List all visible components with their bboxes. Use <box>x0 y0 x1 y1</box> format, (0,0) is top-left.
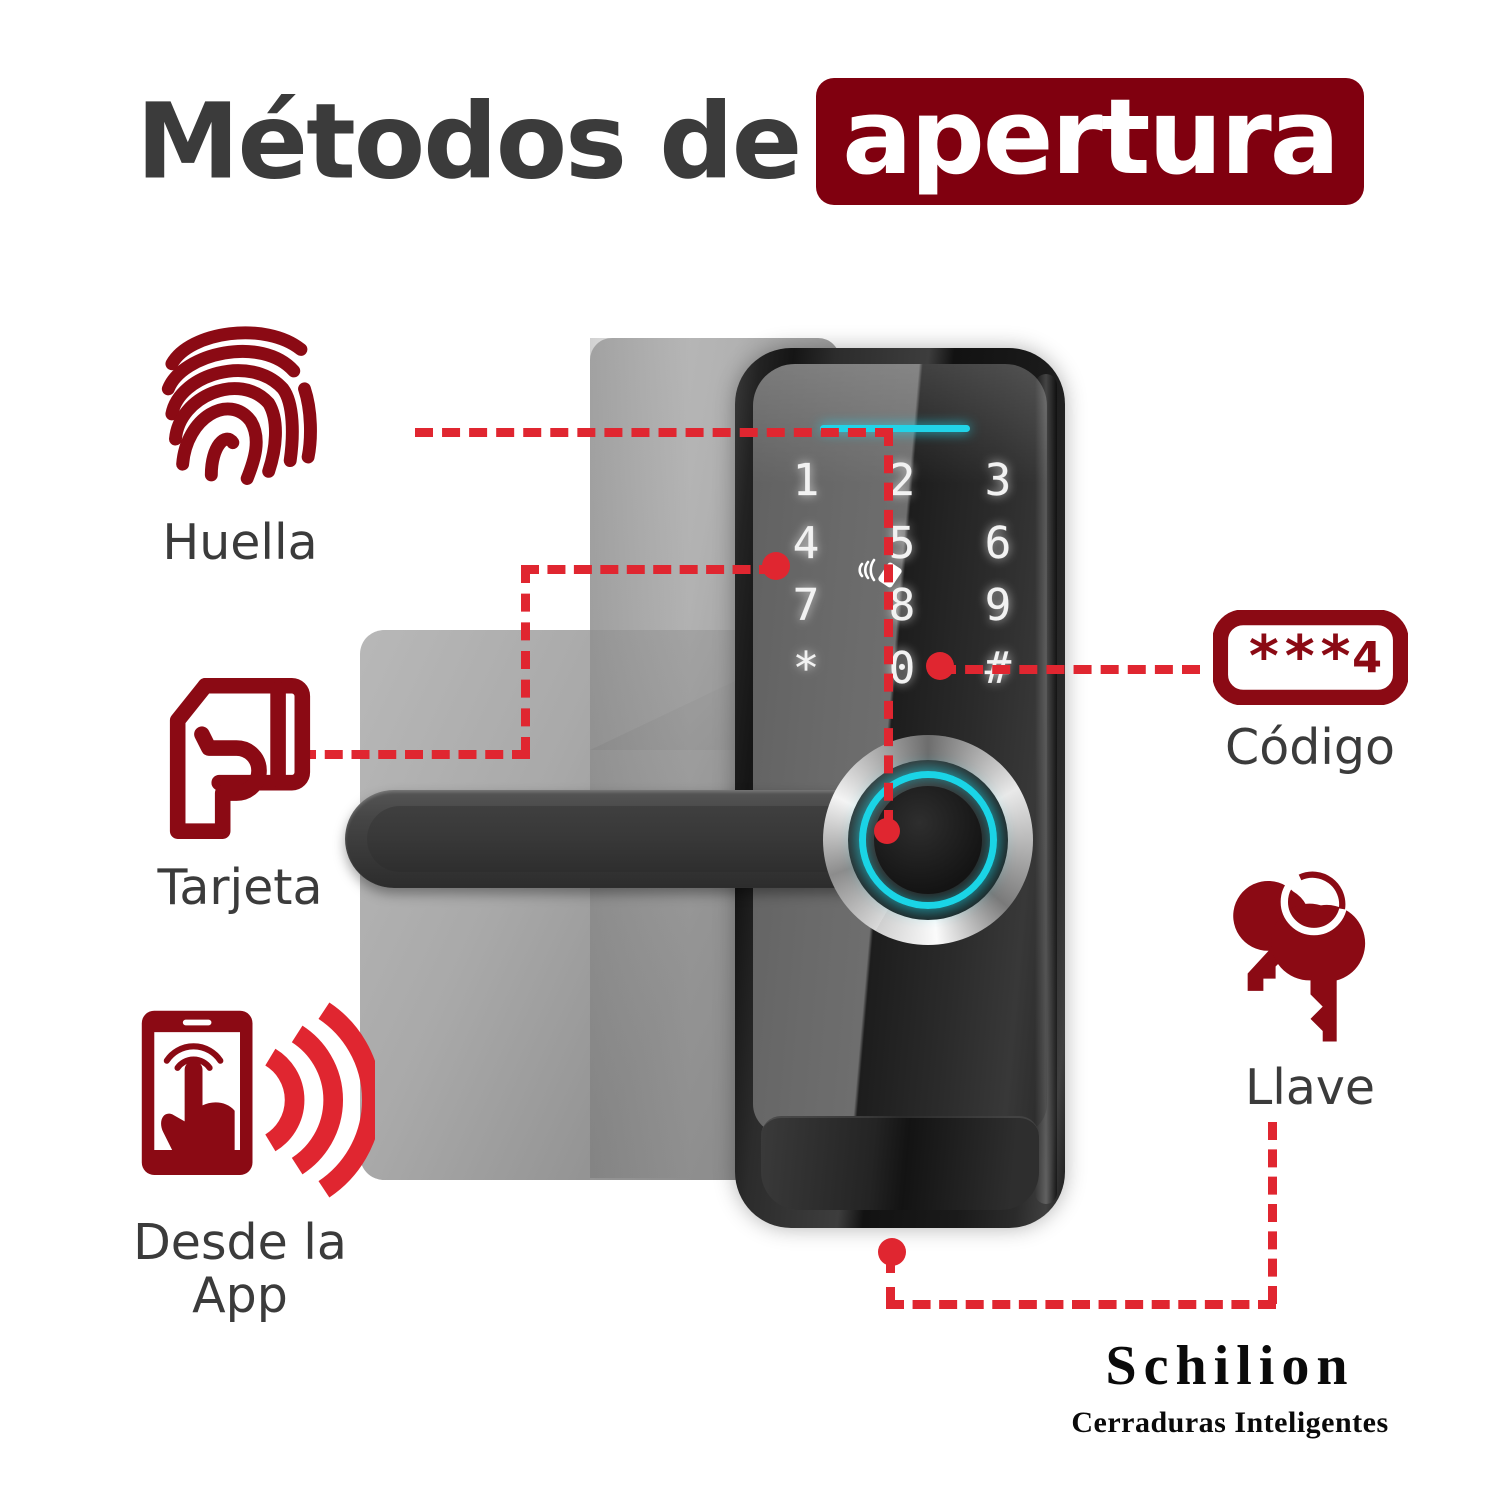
keys-icon <box>1145 860 1475 1050</box>
method-codigo-label: Código <box>1225 719 1395 776</box>
door-handle[interactable] <box>345 790 890 888</box>
cyan-indicator-bar <box>820 425 970 432</box>
keypad-key-7[interactable]: 7 <box>792 580 820 632</box>
fingerprint-icon <box>95 310 385 505</box>
keypad-key-3[interactable]: 3 <box>984 455 1012 507</box>
passcode-icon: * * * 4 <box>1150 609 1470 710</box>
page-title-highlight: apertura <box>816 78 1364 205</box>
connector-llave-vertical-right <box>1268 1122 1277 1304</box>
svg-text:*: * <box>1248 623 1278 690</box>
door-handle-inner <box>367 806 867 872</box>
connector-huella-horizontal <box>415 428 893 437</box>
connector-tarjeta-vertical <box>521 565 530 755</box>
method-llave[interactable]: Llave <box>1145 860 1475 1115</box>
lock-right-edge-highlight <box>1035 374 1057 1204</box>
method-llave-label: Llave <box>1244 1059 1376 1116</box>
method-codigo[interactable]: * * * 4 Código <box>1150 609 1470 776</box>
fingerprint-sensor-ring[interactable] <box>859 771 997 909</box>
door-plate-shadow <box>590 338 690 1178</box>
connector-dot-tarjeta <box>762 552 790 580</box>
svg-text:*: * <box>1284 623 1314 690</box>
method-huella-label: Huella <box>162 514 318 571</box>
keypad-key-star[interactable]: * <box>792 642 820 694</box>
connector-dot-huella <box>874 818 900 844</box>
method-tarjeta-label: Tarjeta <box>157 859 323 916</box>
method-huella[interactable]: Huella <box>95 310 385 570</box>
phone-signal-icon <box>75 1000 405 1205</box>
connector-codigo-horizontal <box>938 665 1200 674</box>
brand-logo: Schilion Cerraduras Inteligentes <box>1020 1338 1440 1440</box>
connector-tarjeta-horizontal-lower <box>298 750 530 759</box>
keypad-key-5[interactable]: 5 <box>888 517 916 569</box>
connector-llave-horizontal <box>886 1300 1276 1309</box>
brand-tagline: Cerraduras Inteligentes <box>1071 1406 1389 1439</box>
page-title-plain: Métodos de <box>136 80 802 203</box>
keypad-key-2[interactable]: 2 <box>888 455 916 507</box>
brand-name: Schilion <box>1105 1335 1355 1397</box>
svg-text:*: * <box>1320 623 1350 690</box>
connector-llave-vertical-left <box>886 1255 895 1305</box>
keypad-key-6[interactable]: 6 <box>984 517 1012 569</box>
method-tarjeta[interactable]: Tarjeta <box>95 665 385 915</box>
keypad-key-8[interactable]: 8 <box>888 580 916 632</box>
connector-dot-codigo <box>926 652 954 680</box>
lock-keypad[interactable]: 1 2 3 4 5 6 7 8 9 * 0 # <box>758 450 1046 700</box>
svg-text:4: 4 <box>1352 633 1382 683</box>
method-app-label: Desde la App <box>133 1214 347 1324</box>
lock-bottom-cap <box>761 1116 1039 1210</box>
connector-dot-llave <box>878 1238 906 1266</box>
hand-card-icon <box>95 665 385 850</box>
lock-glass-sheen <box>753 364 1047 484</box>
keypad-key-1[interactable]: 1 <box>792 455 820 507</box>
keypad-key-9[interactable]: 9 <box>984 580 1012 632</box>
keypad-key-0[interactable]: 0 <box>888 642 916 694</box>
smart-door-lock-illustration: 1 2 3 4 5 6 7 8 9 * 0 # <box>340 330 1100 1250</box>
method-app[interactable]: Desde la App <box>75 1000 405 1323</box>
connector-huella-vertical <box>884 428 893 828</box>
nfc-card-icon <box>856 552 908 592</box>
connector-tarjeta-horizontal-upper <box>521 565 777 574</box>
keypad-key-4[interactable]: 4 <box>792 517 820 569</box>
